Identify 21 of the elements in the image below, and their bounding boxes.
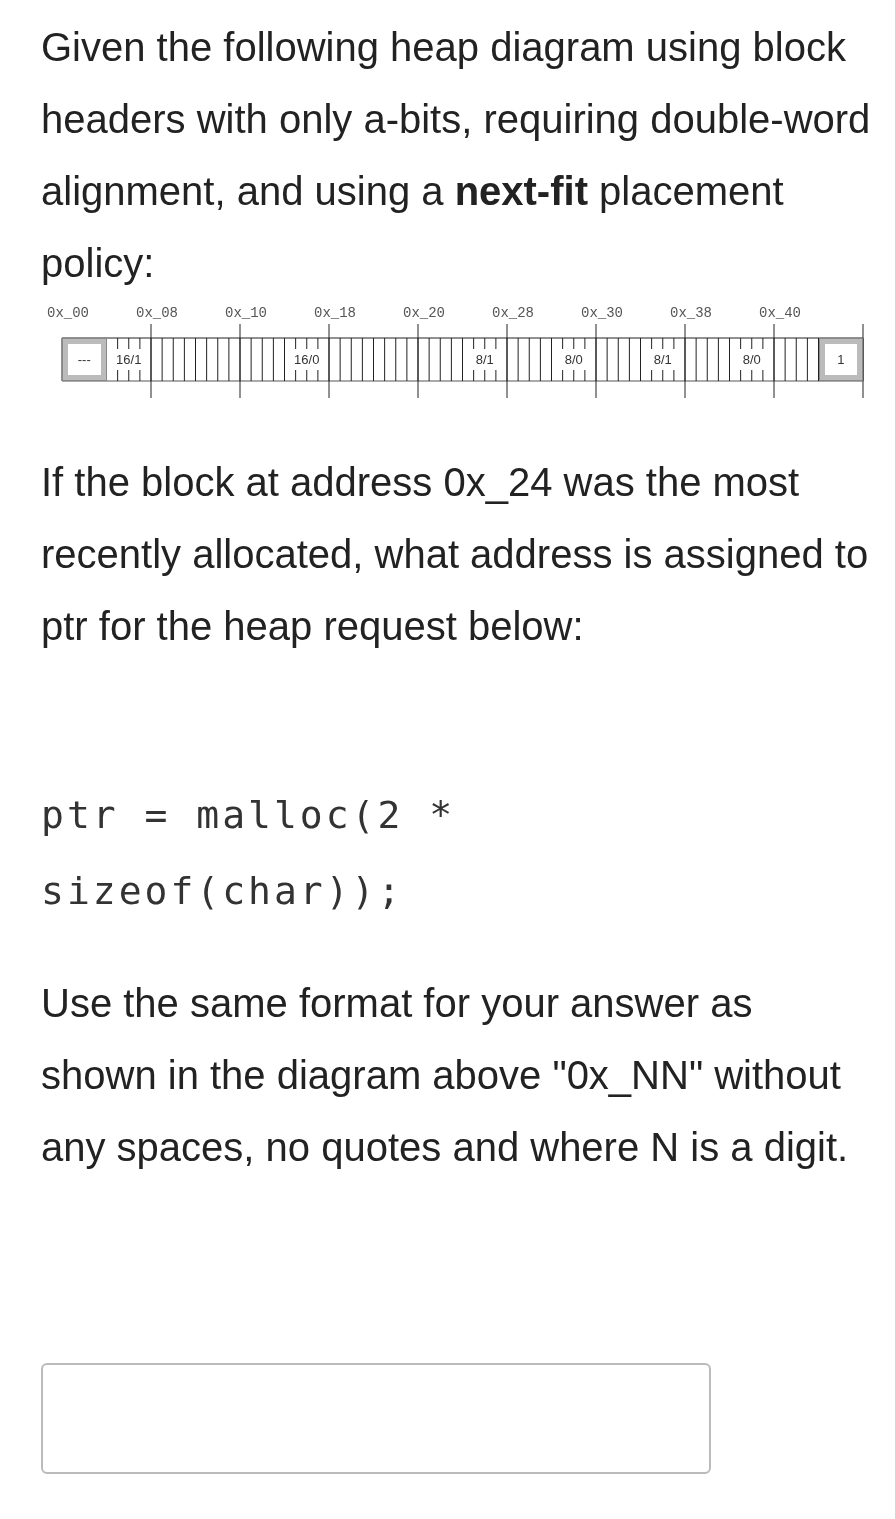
address-label: 0x_30 xyxy=(581,305,623,321)
address-label: 0x_10 xyxy=(225,305,267,321)
block-header: 8/1 xyxy=(464,339,505,380)
address-label: 0x_08 xyxy=(136,305,178,321)
padding-word: --- xyxy=(63,339,106,380)
address-label: 0x_18 xyxy=(314,305,356,321)
instruction-text: Use the same format for your answer as shown in the diagram above "0x_NN" without any spaces, no quotes and where N is a digit. xyxy=(41,980,850,1171)
address-label: 0x_28 xyxy=(492,305,534,321)
code-snippet: ptr = malloc(2 * sizeof(char)); xyxy=(41,792,457,915)
padding-word: 1 xyxy=(819,339,862,380)
address-label: 0x_38 xyxy=(670,305,712,321)
question-text: Given the following heap diagram using block headers with only a-bits, requiring double-word alignment, and using a next-fit placement policy: xyxy=(41,24,872,287)
block-header: 16/1 xyxy=(108,339,149,380)
block-header: 8/0 xyxy=(553,339,594,380)
block-header: 8/1 xyxy=(642,339,683,380)
block-header: 16/0 xyxy=(286,339,327,380)
block-header: 8/0 xyxy=(731,339,772,380)
question-text: If the block at address 0x_24 was the most recently allocated, what address is assigned to ptr for the heap request below: xyxy=(41,459,870,650)
address-label: 0x_20 xyxy=(403,305,445,321)
address-label: 0x_40 xyxy=(759,305,801,321)
address-label: 0x_00 xyxy=(47,305,89,321)
